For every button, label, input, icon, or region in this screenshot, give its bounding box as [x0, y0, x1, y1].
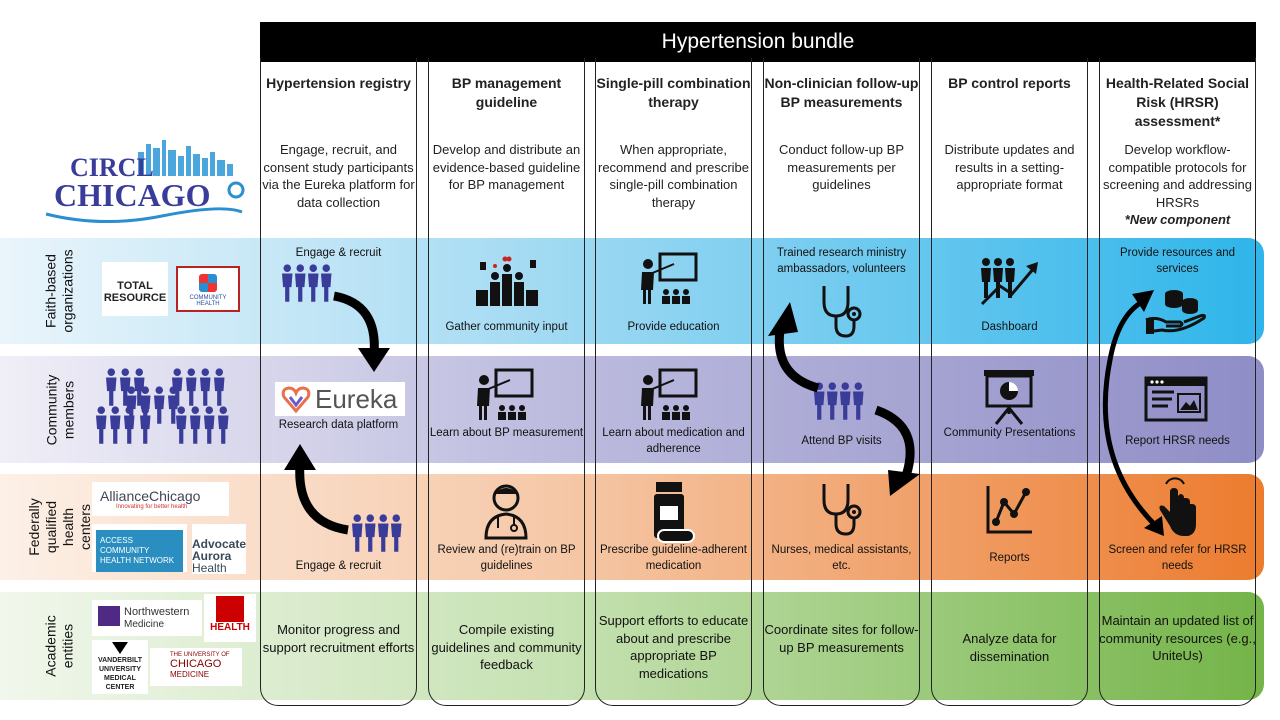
- column-description: Develop and distribute an evidence-based…: [432, 142, 581, 192]
- community-members-icon: [96, 366, 236, 452]
- cell-reports-fqhc: Reports: [989, 552, 1030, 564]
- eureka-logo: Eureka: [275, 382, 405, 416]
- utah-health-logo: HEALTH: [204, 594, 256, 642]
- svg-text:CIRCL: CIRCL: [70, 153, 154, 182]
- cell-registry-faith: Engage & recruit: [295, 247, 382, 259]
- uchicago-medicine-logo: THE UNIVERSITY OF CHICAGO MEDICINE: [150, 648, 242, 686]
- cell-guideline-faith: Gather community input: [445, 321, 568, 333]
- column-title: Health-Related Social Risk (HRSR) assess…: [1105, 75, 1250, 129]
- community-input-icon: [474, 256, 540, 313]
- column-frame-followup: [763, 58, 920, 706]
- total-resource-logo: TOTAL RESOURCE: [102, 262, 168, 316]
- column-description: Engage, recruit, and consent study parti…: [262, 142, 415, 210]
- cell-reports-community: Community Presentations: [943, 427, 1076, 439]
- cell-singlepill-community: Learn about medication and adherence: [602, 427, 745, 455]
- column-title: Non-clinician follow-up BP measurements: [764, 75, 919, 110]
- teacher-icon: [476, 368, 536, 429]
- cell-followup-faith: Trained research ministry ambassadors, v…: [776, 247, 907, 275]
- cell-hrsr-community: Report HRSR needs: [1125, 435, 1230, 447]
- bundle-header: Hypertension bundle: [260, 22, 1256, 62]
- teacher-icon: [640, 252, 700, 313]
- column-description: Conduct follow-up BP measurements per gu…: [778, 142, 904, 192]
- cell-reports-academic: Analyze data for dissemination: [962, 631, 1057, 664]
- tap-icon: [1154, 477, 1198, 545]
- cell-singlepill-faith: Provide education: [627, 321, 720, 333]
- column-frame-single-pill: [595, 58, 752, 706]
- browser-icon: [1144, 376, 1208, 427]
- row-label-fqhc: Federally qualified health centers: [26, 498, 93, 556]
- new-component-note: *New component: [1124, 212, 1231, 227]
- cell-singlepill-academic: Support efforts to educate about and pre…: [598, 613, 749, 681]
- chart-icon: [984, 484, 1034, 541]
- cell-hrsr-fqhc: Screen and refer for HRSR needs: [1108, 544, 1247, 572]
- column-frame-registry: [260, 58, 417, 706]
- dashboard-icon: [978, 256, 1040, 311]
- column-frame-guideline: [428, 58, 585, 706]
- pastors4pcor-logo: COMMUNITY HEALTH: [176, 266, 240, 312]
- column-title: Hypertension registry: [266, 75, 411, 91]
- alliance-chicago-logo: AllianceChicago Innovating for better he…: [92, 482, 229, 516]
- circl-chicago-logo: CIRCL CHICAGO: [42, 136, 252, 226]
- vanderbilt-logo: VANDERBILT UNIVERSITY MEDICAL CENTER: [92, 640, 148, 694]
- cell-registry-academic: Monitor progress and support recruitment…: [262, 622, 415, 655]
- column-description: Develop workflow-compatible protocols fo…: [1099, 141, 1256, 229]
- row-label-community: Community members: [43, 374, 77, 445]
- cell-registry-community: Research data platform: [278, 419, 399, 431]
- flow-arrow-icon: [866, 402, 926, 507]
- people-icon: [280, 262, 336, 307]
- cell-guideline-academic: Compile existing guidelines and communit…: [431, 622, 582, 672]
- row-label-faith: Faith-based organizations: [43, 249, 76, 333]
- cell-singlepill-fqhc: Prescribe guideline-adherent medication: [599, 544, 748, 572]
- flow-arrow-icon: [330, 288, 390, 383]
- column-frame-reports: [931, 58, 1088, 706]
- column-description: Distribute updates and results in a sett…: [944, 142, 1075, 192]
- row-label-academic: Academic entities: [43, 615, 76, 677]
- cell-reports-faith: Dashboard: [981, 321, 1038, 333]
- doctor-icon: [484, 482, 528, 543]
- flow-arrow-icon: [1096, 280, 1176, 545]
- svg-text:CHICAGO: CHICAGO: [54, 177, 210, 213]
- stethoscope-icon: [818, 482, 862, 543]
- column-title: Single-pill combination therapy: [596, 75, 751, 110]
- cell-guideline-community: Learn about BP measurement: [429, 427, 584, 439]
- column-title: BP control reports: [948, 75, 1071, 91]
- column-frame-hrsr: [1099, 58, 1256, 706]
- presentation-icon: [982, 368, 1036, 429]
- access-logo: ACCESS COMMUNITY HEALTH NETWORK: [92, 524, 187, 572]
- cell-followup-community: Attend BP visits: [801, 435, 882, 447]
- pill-bottle-icon: [652, 482, 695, 545]
- column-title: BP management guideline: [451, 75, 562, 110]
- cell-registry-fqhc: Engage & recruit: [295, 560, 382, 572]
- teacher-icon: [640, 368, 700, 429]
- flow-arrow-icon: [768, 296, 828, 401]
- cell-hrsr-faith: Provide resources and services: [1119, 247, 1236, 275]
- advocate-aurora-logo: Advocate Aurora Health: [192, 524, 246, 574]
- column-description: When appropriate, recommend and prescrib…: [597, 142, 750, 210]
- people-icon: [350, 512, 406, 557]
- cell-hrsr-academic: Maintain an updated list of community re…: [1099, 613, 1256, 663]
- flow-arrow-icon: [284, 438, 354, 543]
- cell-followup-academic: Coordinate sites for follow-up BP measur…: [764, 622, 919, 655]
- cell-followup-fqhc: Nurses, medical assistants, etc.: [771, 544, 912, 572]
- hand-coins-icon: [1144, 288, 1208, 339]
- cell-guideline-fqhc: Review and (re)train on BP guidelines: [437, 544, 576, 572]
- northwestern-medicine-logo: Northwestern Medicine: [92, 600, 202, 636]
- stethoscope-icon: [818, 284, 862, 345]
